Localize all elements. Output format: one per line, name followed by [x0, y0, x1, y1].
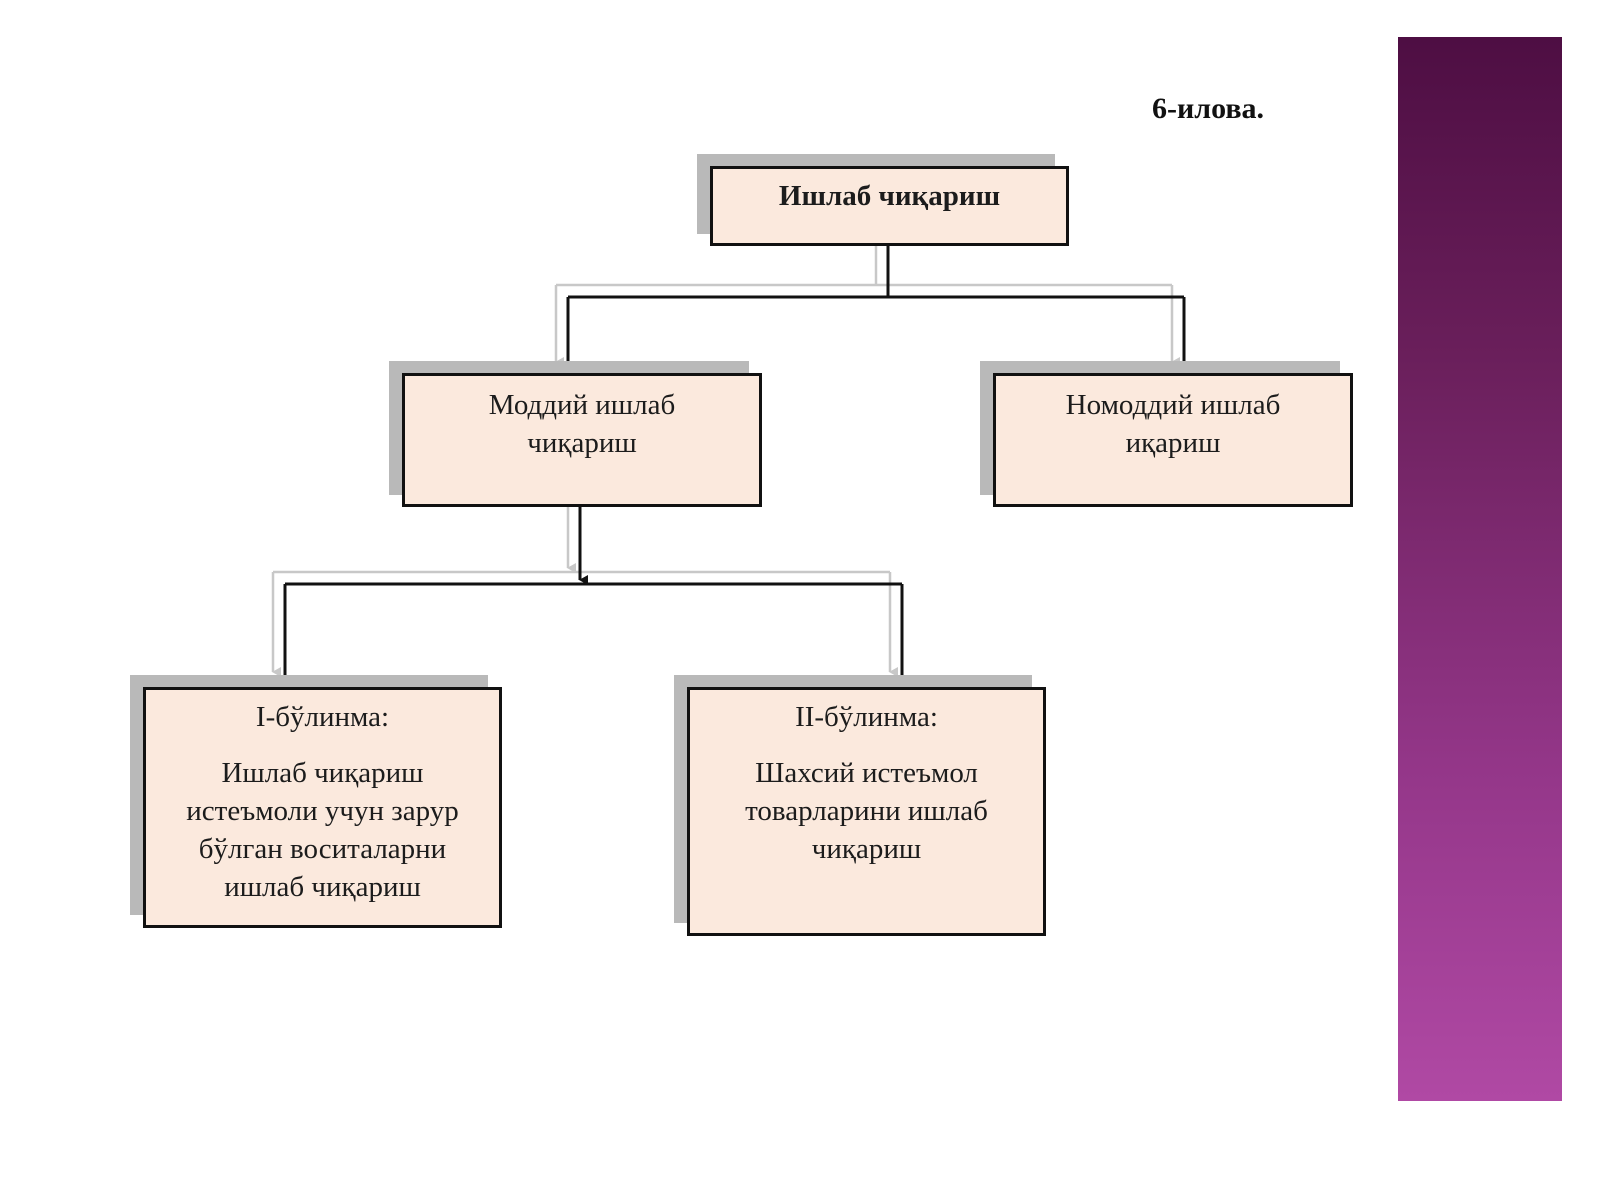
node-material-line2: чиқариш [527, 427, 637, 459]
division2-line1: Шахсий истеъмол [755, 757, 978, 789]
root-connector [566, 245, 1192, 375]
material-connector [283, 506, 910, 687]
division1-line1: Ишлаб чиқариш [221, 757, 424, 789]
node-production: Ишлаб чиқариш [710, 166, 1069, 246]
division1-heading: I-бўлинма: [255, 701, 390, 733]
node-material-line1: Моддий ишлаб [488, 389, 676, 421]
node-nonmaterial-production: Номоддий ишлаб иқариш [993, 373, 1353, 507]
division1-line4: ишлаб чиқариш [224, 871, 421, 903]
node-nonmaterial-line1: Номоддий ишлаб [1065, 389, 1281, 421]
division1-line3: бўлган воситаларни [198, 833, 447, 865]
node-nonmaterial-line2: иқариш [1125, 427, 1221, 459]
division1-line2: истеъмоли учун зарур [186, 795, 459, 827]
node-division-2: II-бўлинма: Шахсий истеъмол товарларини … [687, 687, 1046, 936]
appendix-label: 6-илова. [1152, 92, 1265, 125]
node-production-title: Ишлаб чиқариш [778, 180, 1001, 212]
node-division-1: I-бўлинма: Ишлаб чиқариш истеъмоли учун … [143, 687, 502, 928]
node-material-production: Моддий ишлаб чиқариш [402, 373, 762, 507]
division2-line3: чиқариш [811, 833, 922, 865]
decorative-side-band [1398, 37, 1562, 1101]
division2-heading: II-бўлинма: [795, 701, 938, 733]
division2-line2: товарларини ишлаб [745, 795, 988, 827]
